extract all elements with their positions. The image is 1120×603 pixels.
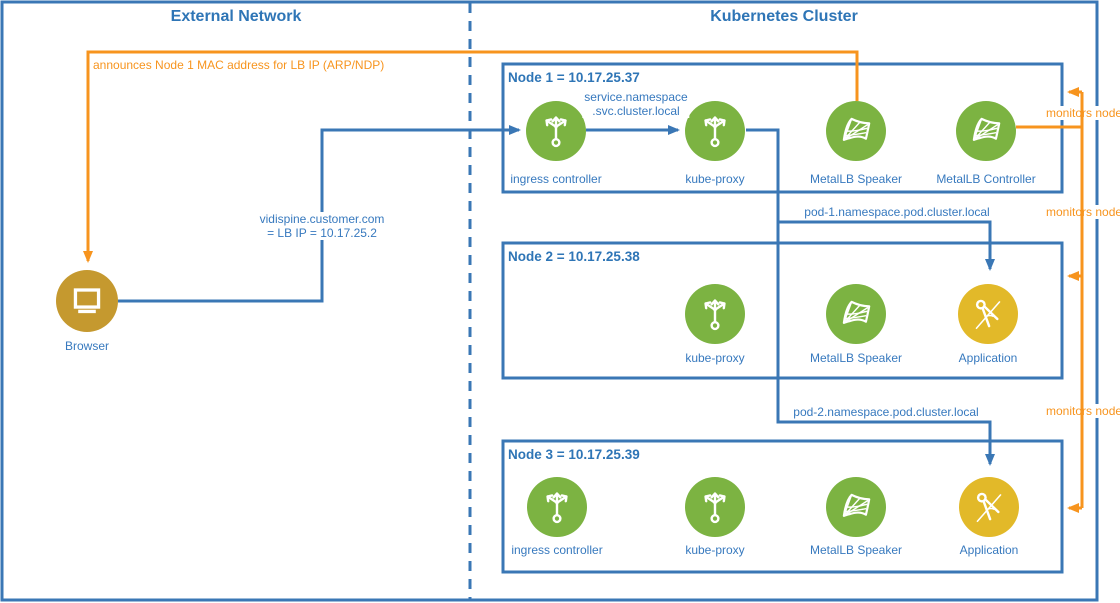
node1-metallb-controller-label: MetalLB Controller [934, 172, 1038, 186]
node1-metallb-controller [956, 101, 1016, 161]
kubernetes-cluster-title: Kubernetes Cluster [710, 8, 858, 25]
node1-title: Node 1 = 10.17.25.37 [508, 70, 640, 85]
metallb-speaker-icon [842, 300, 871, 324]
node3-title: Node 3 = 10.17.25.39 [508, 447, 640, 462]
node1-metallb-speaker-label: MetalLB Speaker [807, 172, 905, 186]
metallb-speaker-icon [842, 493, 871, 517]
dns-edge-label: vidispine.customer.com = LB IP = 10.17.2… [257, 212, 387, 240]
pod1-dns-edge-label: pod-1.namespace.pod.cluster.local [802, 205, 992, 219]
ingress-controller-icon [546, 492, 568, 524]
node2-kube-proxy [685, 284, 745, 344]
kube-proxy-icon [704, 299, 726, 331]
node2-title: Node 2 = 10.17.25.38 [508, 249, 640, 264]
pod2-dns-edge-label: pod-2.namespace.pod.cluster.local [791, 405, 981, 419]
announce-edge-label: announces Node 1 MAC address for LB IP (… [91, 58, 387, 72]
node1-kube-proxy-label: kube-proxy [683, 172, 747, 186]
outer-border [0, 0, 1099, 602]
node3-kube-proxy-label: kube-proxy [683, 543, 747, 557]
node2-metallb-speaker-label: MetalLB Speaker [807, 351, 905, 365]
service-dns-edge-label: service.namespace .svc.cluster.local [582, 90, 690, 118]
kube-proxy-icon [704, 116, 726, 148]
node1-metallb-speaker [826, 101, 886, 161]
dns-edge-label-line1: vidispine.customer.com [259, 212, 385, 226]
metallb-speaker-icon [842, 117, 871, 141]
service-dns-label-line2: .svc.cluster.local [592, 104, 680, 118]
node3-ingress-controller-label: ingress controller [509, 543, 605, 557]
node1-ingress-controller [526, 101, 586, 161]
browser-label: Browser [62, 339, 112, 353]
browser-icon [73, 288, 101, 314]
external-network-title: External Network [170, 8, 302, 25]
node3-application-label: Application [957, 543, 1021, 557]
browser-node [56, 270, 118, 332]
metallb-controller-icon [972, 117, 1001, 141]
edge-speaker-announce-to-browser [83, 50, 859, 263]
application-icon [975, 299, 1001, 330]
node2-application-label: Application [956, 351, 1020, 365]
node1-ingress-controller-label: ingress controller [508, 172, 604, 186]
node2-metallb-speaker [826, 284, 886, 344]
edge-kubeproxy-to-application-node3 [746, 128, 995, 466]
ingress-controller-icon [545, 116, 567, 148]
node2-kube-proxy-label: kube-proxy [683, 351, 747, 365]
application-icon [976, 492, 1002, 523]
node3-box [501, 439, 1064, 574]
node1-kube-proxy [685, 101, 745, 161]
node3-kube-proxy [685, 477, 745, 537]
node2-application [958, 284, 1018, 344]
dns-edge-label-line2: = LB IP = 10.17.25.2 [267, 226, 377, 240]
node3-metallb-speaker-label: MetalLB Speaker [807, 543, 905, 557]
edge-kubeproxy-to-application-node2 [778, 220, 995, 271]
node3-ingress-controller [527, 477, 587, 537]
kube-proxy-icon [704, 492, 726, 524]
service-dns-label-line1: service.namespace [584, 90, 688, 104]
node2-box [501, 241, 1064, 380]
node3-metallb-speaker [826, 477, 886, 537]
node3-application [959, 477, 1019, 537]
